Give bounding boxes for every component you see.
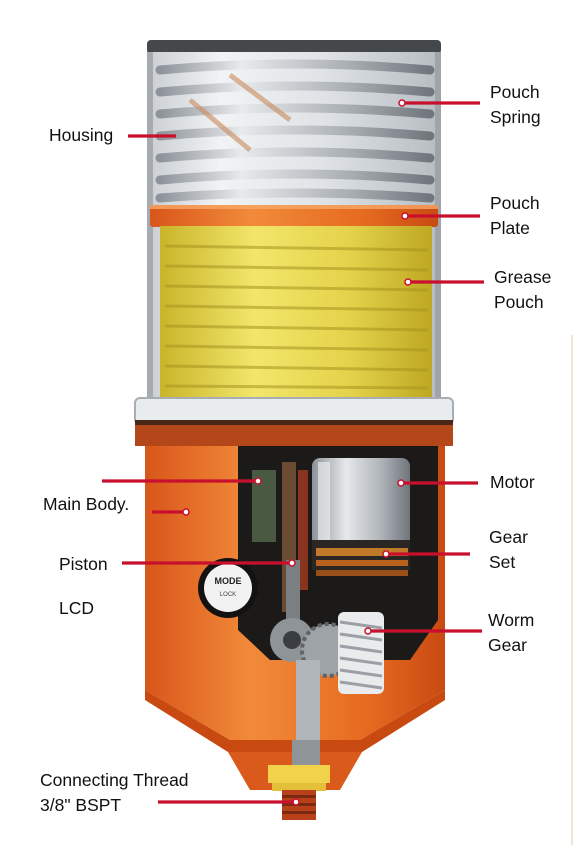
gear-set-part bbox=[316, 548, 408, 576]
label-housing: Housing bbox=[49, 125, 114, 145]
label-grease-pouch: Grease Pouch bbox=[494, 267, 552, 312]
label-motor: Motor bbox=[490, 472, 535, 492]
label-worm-gear: Worm Gear bbox=[488, 610, 535, 655]
lcd-display: MODE LOCK bbox=[198, 558, 258, 618]
label-main-body: Main Body. bbox=[43, 494, 130, 514]
label-pouch-plate: Pouch Plate bbox=[490, 193, 540, 238]
label-piston: Piston bbox=[59, 554, 108, 574]
side-divider bbox=[571, 335, 573, 845]
spring-copper-highlight bbox=[188, 73, 292, 152]
label-gear-set: Gear Set bbox=[489, 527, 528, 572]
leader-dots bbox=[182, 99, 412, 806]
worm-gear-part bbox=[338, 612, 384, 694]
piston-part bbox=[270, 560, 356, 740]
label-lcd: LCD bbox=[59, 598, 95, 618]
lcd-lock-text: LOCK bbox=[220, 592, 236, 598]
label-pouch-spring: Pouch Spring bbox=[490, 82, 541, 127]
grease-pouch-part bbox=[160, 226, 432, 398]
pouch-plate-part bbox=[150, 205, 438, 227]
lcd-mode-text: MODE bbox=[215, 576, 242, 586]
label-connecting-thread: Connecting Thread 3/8" BSPT bbox=[40, 770, 189, 815]
connecting-thread-part bbox=[268, 740, 330, 820]
leader-lines bbox=[102, 101, 484, 804]
pouch-spring-part bbox=[155, 59, 435, 203]
